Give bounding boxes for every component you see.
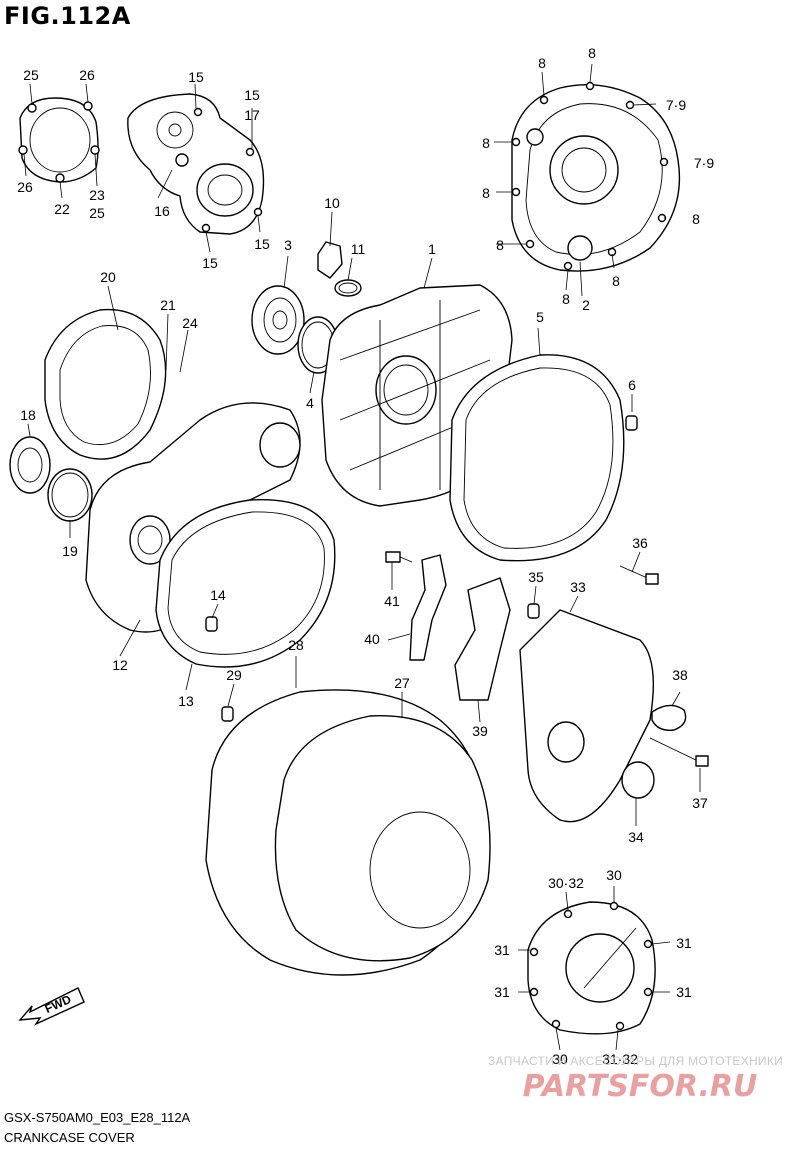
callout: 26 bbox=[79, 67, 95, 83]
grommet-38 bbox=[651, 704, 687, 731]
callout: 28 bbox=[288, 637, 304, 653]
cover-39 bbox=[454, 577, 511, 701]
callout: 25 bbox=[23, 67, 39, 83]
callout: 14 bbox=[210, 587, 226, 603]
pump-cover-small bbox=[18, 97, 100, 183]
bolt-37 bbox=[649, 737, 709, 767]
callout: 27 bbox=[394, 675, 410, 691]
leader-lines bbox=[23, 63, 701, 1051]
callout-labels: 25 26 26 22 23 25 15 15 17 16 15 15 8 8 … bbox=[17, 45, 714, 1067]
callout: 20 bbox=[100, 269, 116, 285]
callout: 23 bbox=[89, 187, 105, 203]
gasket-20 bbox=[44, 308, 167, 460]
o-ring-19 bbox=[47, 468, 93, 522]
callout: 26 bbox=[17, 179, 33, 195]
figure-title: FIG.112A bbox=[4, 2, 131, 30]
oil-seal-18 bbox=[9, 436, 51, 494]
callout: 19 bbox=[62, 543, 78, 559]
callout: 6 bbox=[628, 377, 636, 393]
callout: 30 bbox=[606, 867, 622, 883]
callout: 31 bbox=[494, 984, 510, 1000]
oil-seal-3 bbox=[251, 285, 305, 355]
gasket-5 bbox=[449, 354, 625, 562]
bolt-36 bbox=[619, 565, 659, 585]
callout: 21 bbox=[160, 297, 176, 313]
callout: 24 bbox=[182, 315, 198, 331]
callout: 31·32 bbox=[602, 1051, 638, 1067]
callout: 8 bbox=[482, 185, 490, 201]
callout: 3 bbox=[284, 237, 292, 253]
clutch-cover bbox=[511, 81, 681, 272]
callout: 25 bbox=[89, 205, 105, 221]
callout: 15 bbox=[188, 69, 204, 85]
callout: 30 bbox=[552, 1051, 568, 1067]
cap-34 bbox=[621, 761, 655, 799]
gasket-13 bbox=[155, 498, 336, 668]
fwd-arrow-icon: FWD bbox=[18, 987, 85, 1026]
callout: 41 bbox=[384, 593, 400, 609]
callout: 1 bbox=[428, 241, 436, 257]
callout: 33 bbox=[570, 579, 586, 595]
dowel-29 bbox=[221, 706, 234, 722]
callout: 15 bbox=[244, 87, 260, 103]
oil-pump-cover bbox=[127, 93, 265, 235]
callout: 38 bbox=[672, 667, 688, 683]
callout: 8 bbox=[562, 291, 570, 307]
callout: 4 bbox=[306, 395, 314, 411]
callout: 11 bbox=[351, 241, 366, 257]
bolt-41 bbox=[385, 551, 413, 563]
dowel-35 bbox=[527, 603, 540, 619]
callout: 8 bbox=[588, 45, 596, 61]
callout: 30·32 bbox=[548, 875, 584, 891]
generator-cover-27 bbox=[274, 714, 491, 962]
callout: 22 bbox=[54, 201, 70, 217]
callout: 13 bbox=[178, 693, 194, 709]
watermark-tagline: ЗАПЧАСТИ И АКСЕССУАРЫ ДЛЯ МОТОТЕХНИКИ bbox=[488, 1054, 784, 1068]
callout: 8 bbox=[496, 237, 504, 253]
watermark-logo-text: PARTSFOR.RU bbox=[523, 1069, 758, 1104]
diagram-caption: CRANKCASE COVER bbox=[4, 1130, 135, 1145]
dowel-6 bbox=[625, 415, 638, 431]
diagram-code: GSX-S750AM0_E03_E28_112A bbox=[4, 1110, 191, 1125]
callout: 8 bbox=[692, 211, 700, 227]
callout: 8 bbox=[538, 55, 546, 71]
callout: 35 bbox=[528, 569, 544, 585]
watermark-logo: PARTSFOR.RU bbox=[523, 1069, 758, 1104]
callout: 37 bbox=[692, 795, 708, 811]
plate-40 bbox=[409, 554, 447, 661]
callout: 18 bbox=[20, 407, 36, 423]
callout: 8 bbox=[612, 273, 620, 289]
callout: 31 bbox=[676, 984, 692, 1000]
callout: 7·9 bbox=[666, 97, 686, 113]
callout: 12 bbox=[112, 657, 128, 673]
callout: 7·9 bbox=[694, 155, 714, 171]
callout: 31 bbox=[676, 935, 692, 951]
starter-clutch-cover-12 bbox=[85, 402, 301, 633]
cover-33 bbox=[519, 609, 654, 823]
callout: 15 bbox=[254, 236, 270, 252]
callout: 36 bbox=[632, 535, 648, 551]
callout: 29 bbox=[226, 667, 242, 683]
callout: 15 bbox=[202, 255, 218, 271]
callout: 34 bbox=[628, 829, 644, 845]
callout: 39 bbox=[472, 723, 488, 739]
callout: 5 bbox=[536, 309, 544, 325]
callout: 8 bbox=[482, 135, 490, 151]
callout: 31 bbox=[494, 942, 510, 958]
callout: 10 bbox=[324, 195, 340, 211]
callout: 17 bbox=[244, 107, 260, 123]
dowel-14 bbox=[205, 616, 218, 632]
callout: 40 bbox=[364, 631, 380, 647]
callout: 16 bbox=[154, 203, 170, 219]
callout: 2 bbox=[582, 297, 590, 313]
oil-filler-cap bbox=[317, 241, 362, 297]
cover-30-31 bbox=[527, 901, 656, 1035]
